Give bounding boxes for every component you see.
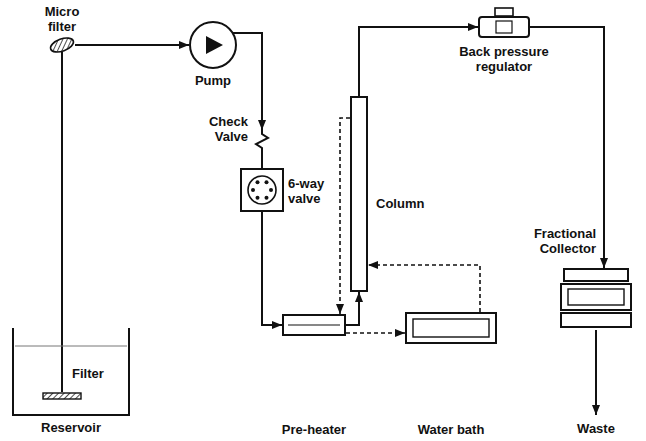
collector-tray xyxy=(568,289,624,305)
component-label: Pump xyxy=(183,73,243,88)
flow-line xyxy=(261,152,263,168)
component-outline xyxy=(254,130,270,152)
component-outline xyxy=(12,328,130,416)
column-tube xyxy=(351,97,367,291)
component-label: Column xyxy=(376,196,446,211)
component-label: Filter xyxy=(72,366,122,381)
water-jacket-line xyxy=(346,332,405,334)
valve-body xyxy=(241,169,283,211)
check-valve-symbol xyxy=(256,130,268,152)
collector-base xyxy=(561,313,631,327)
valve-port xyxy=(256,196,260,200)
component-node: Pre-heater xyxy=(282,314,346,336)
valve-port xyxy=(251,188,255,192)
component-outline xyxy=(350,96,368,292)
valve-port xyxy=(265,180,269,184)
flow-line xyxy=(61,52,63,392)
component-node: ReservoirFilter xyxy=(12,328,130,416)
component-label: Check Valve xyxy=(198,114,248,144)
reservoir-vessel xyxy=(13,328,129,415)
component-node: 6-way valve xyxy=(240,168,284,212)
valve-port xyxy=(256,180,260,184)
reservoir-liquid-level xyxy=(15,346,127,347)
component-node: Water bath xyxy=(405,312,497,344)
component-outline xyxy=(405,312,497,344)
bath-body xyxy=(406,313,496,343)
component-node: Back pressure regulator xyxy=(478,16,530,38)
component-outline xyxy=(240,168,284,212)
heater-coil xyxy=(288,324,340,325)
component-label: Reservoir xyxy=(8,420,134,435)
flow-line xyxy=(262,212,282,325)
valve-port xyxy=(265,196,269,200)
waste-outlet-arrow xyxy=(595,330,597,415)
component-node: Pump xyxy=(189,21,237,69)
micro-filter-disc xyxy=(49,35,76,54)
pump-outlet xyxy=(232,32,237,34)
component-label: 6-way valve xyxy=(288,176,332,206)
pump-body xyxy=(190,22,236,68)
valve-port xyxy=(269,188,273,192)
component-outline xyxy=(42,392,82,400)
component-outline xyxy=(282,314,346,336)
component-outline xyxy=(189,21,237,69)
outlet-label: Waste xyxy=(570,421,622,436)
component-label: Pre-heater xyxy=(269,422,359,437)
component-outline xyxy=(560,268,632,328)
water-jacket-line xyxy=(340,118,350,314)
flow-line xyxy=(346,292,359,325)
regulator-knob xyxy=(495,8,513,16)
component-outline xyxy=(478,16,530,38)
regulator-core xyxy=(496,21,512,33)
collector-rack xyxy=(564,269,628,281)
regulator-body xyxy=(479,17,529,37)
valve-rotor xyxy=(248,176,276,204)
pump-rotor xyxy=(206,36,223,54)
component-outline xyxy=(49,38,75,52)
component-node: Check Valve xyxy=(254,130,270,152)
flow-line xyxy=(75,44,189,46)
component-node: Fractional Collector xyxy=(560,268,632,328)
component-label: Water bath xyxy=(401,422,501,437)
flow-line xyxy=(359,27,478,96)
collector-body xyxy=(561,284,631,310)
heater-body xyxy=(283,315,345,335)
filter-element xyxy=(43,393,81,399)
component-node: Filter xyxy=(42,392,82,400)
component-label: Back pressure regulator xyxy=(449,44,559,74)
component-node: Column xyxy=(350,96,368,292)
component-label: Fractional Collector xyxy=(506,226,596,256)
bath-tank xyxy=(413,319,489,337)
component-label: Micro filter xyxy=(36,4,88,34)
water-jacket-line xyxy=(368,265,480,312)
component-node: Micro filter xyxy=(49,38,75,52)
